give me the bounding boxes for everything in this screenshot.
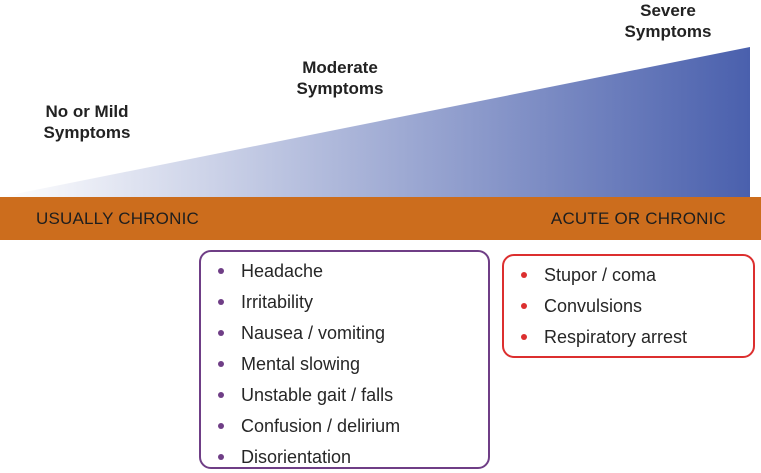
symptom-label: Mental slowing — [241, 354, 361, 374]
symptom-label: Stupor / coma — [544, 265, 657, 285]
chronicity-band: USUALLY CHRONIC ACUTE OR CHRONIC — [0, 197, 761, 240]
symptom-item: Stupor / coma — [504, 260, 753, 291]
symptom-label: Confusion / delirium — [241, 416, 401, 436]
symptom-item: Mental slowing — [201, 349, 488, 380]
symptom-item: Irritability — [201, 287, 488, 318]
symptom-item: Confusion / delirium — [201, 411, 488, 442]
symptom-label: Headache — [241, 261, 324, 281]
bullet-icon — [218, 423, 224, 429]
symptom-item: Nausea / vomiting — [201, 318, 488, 349]
symptom-label: Irritability — [241, 292, 314, 312]
bullet-icon — [218, 330, 224, 336]
symptom-item: Disorientation — [201, 442, 488, 473]
bullet-icon — [521, 272, 527, 278]
usually-chronic-label: USUALLY CHRONIC — [36, 209, 199, 228]
bullet-icon — [218, 268, 224, 274]
symptom-item: Convulsions — [504, 291, 753, 322]
symptom-item: Respiratory arrest — [504, 322, 753, 353]
severity-gradient-wedge — [0, 47, 750, 197]
symptom-label: Disorientation — [241, 447, 352, 467]
bullet-icon — [521, 334, 527, 340]
symptom-label: Unstable gait / falls — [241, 385, 394, 405]
bullet-icon — [218, 454, 224, 460]
symptom-label: Nausea / vomiting — [241, 323, 386, 343]
symptom-item: Unstable gait / falls — [201, 380, 488, 411]
severity-wedge-shape — [0, 47, 750, 197]
bullet-icon — [218, 361, 224, 367]
bullet-icon — [521, 303, 527, 309]
symptom-item: Headache — [201, 256, 488, 287]
bullet-icon — [218, 392, 224, 398]
symptom-label: Convulsions — [544, 296, 643, 316]
bullet-icon — [218, 299, 224, 305]
symptom-label: Respiratory arrest — [544, 327, 688, 347]
acute-or-chronic-label: ACUTE OR CHRONIC — [550, 209, 726, 228]
